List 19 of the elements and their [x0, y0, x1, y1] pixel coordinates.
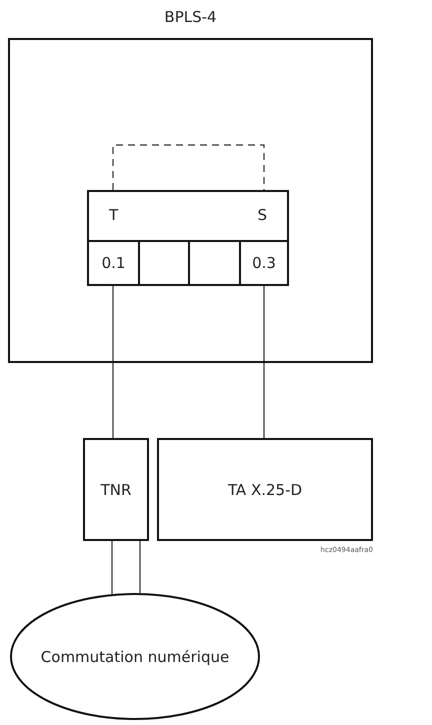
interface-label: T	[109, 206, 118, 224]
node-label: Commutation numérique	[40, 648, 230, 666]
connector-line	[111, 541, 113, 594]
port-label: 0.1	[100, 254, 126, 272]
network-ellipse	[10, 593, 260, 720]
connector-line	[139, 541, 141, 594]
port-cell	[87, 240, 140, 286]
connector-line	[263, 286, 265, 438]
terminal-box	[157, 438, 373, 541]
port-cell	[239, 240, 289, 286]
node-label: TNR	[100, 480, 132, 498]
port-label: 0.3	[251, 254, 277, 272]
device-title: BPLS-4	[163, 8, 218, 26]
connector-line	[112, 144, 265, 190]
connector-line	[112, 286, 114, 438]
interface-box	[87, 190, 289, 242]
interface-label: S	[257, 206, 267, 224]
terminal-box	[83, 438, 149, 541]
node-label: TA X.25-D	[226, 480, 304, 498]
